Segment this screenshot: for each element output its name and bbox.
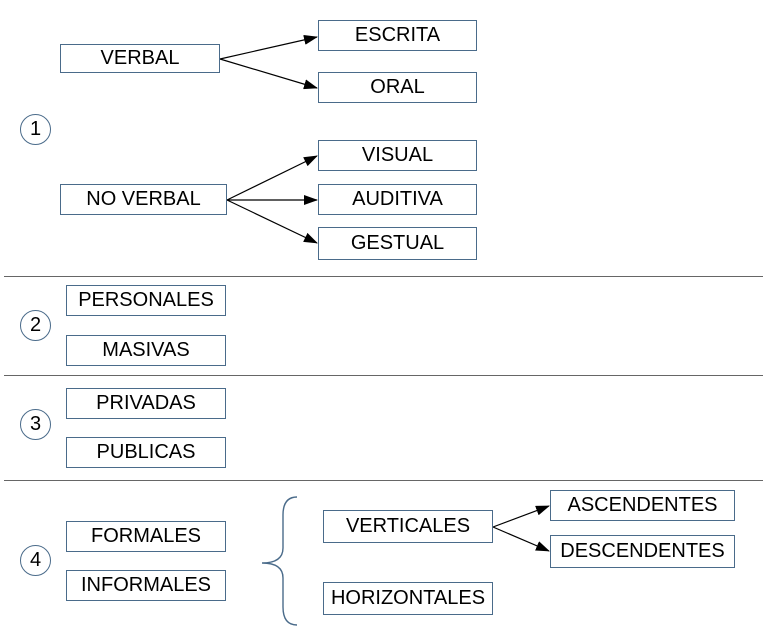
arrow-verbal-oral — [219, 58, 318, 90]
node-informales: INFORMALES — [66, 570, 226, 601]
node-escrita: ESCRITA — [318, 20, 477, 51]
section-divider-1 — [4, 276, 763, 277]
node-no-verbal: NO VERBAL — [60, 184, 227, 215]
arrow-verbal-escrita — [219, 34, 318, 60]
section-divider-2 — [4, 375, 763, 376]
node-gestual: GESTUAL — [318, 227, 477, 260]
node-formales: FORMALES — [66, 521, 226, 552]
section-number-2: 2 — [20, 310, 51, 341]
section-number-3: 3 — [20, 409, 51, 440]
arrow-verticales-descendentes — [492, 526, 550, 552]
section-number-1: 1 — [20, 114, 51, 145]
node-privadas: PRIVADAS — [66, 388, 226, 419]
node-personales: PERSONALES — [66, 285, 226, 316]
node-auditiva: AUDITIVA — [318, 184, 477, 215]
node-verbal: VERBAL — [60, 44, 220, 73]
node-oral: ORAL — [318, 72, 477, 103]
node-visual: VISUAL — [318, 140, 477, 171]
arrow-verticales-ascendentes — [492, 505, 550, 528]
node-horizontales: HORIZONTALES — [323, 582, 493, 615]
arrow-noverbal-gestual — [226, 199, 318, 244]
arrow-noverbal-visual — [226, 155, 318, 201]
curly-brace — [261, 496, 298, 626]
node-ascendentes: ASCENDENTES — [550, 490, 735, 521]
node-publicas: PUBLICAS — [66, 437, 226, 468]
node-verticales: VERTICALES — [323, 510, 493, 543]
node-masivas: MASIVAS — [66, 335, 226, 366]
node-descendentes: DESCENDENTES — [550, 535, 735, 568]
section-number-4: 4 — [20, 545, 51, 576]
section-divider-3 — [4, 480, 763, 481]
